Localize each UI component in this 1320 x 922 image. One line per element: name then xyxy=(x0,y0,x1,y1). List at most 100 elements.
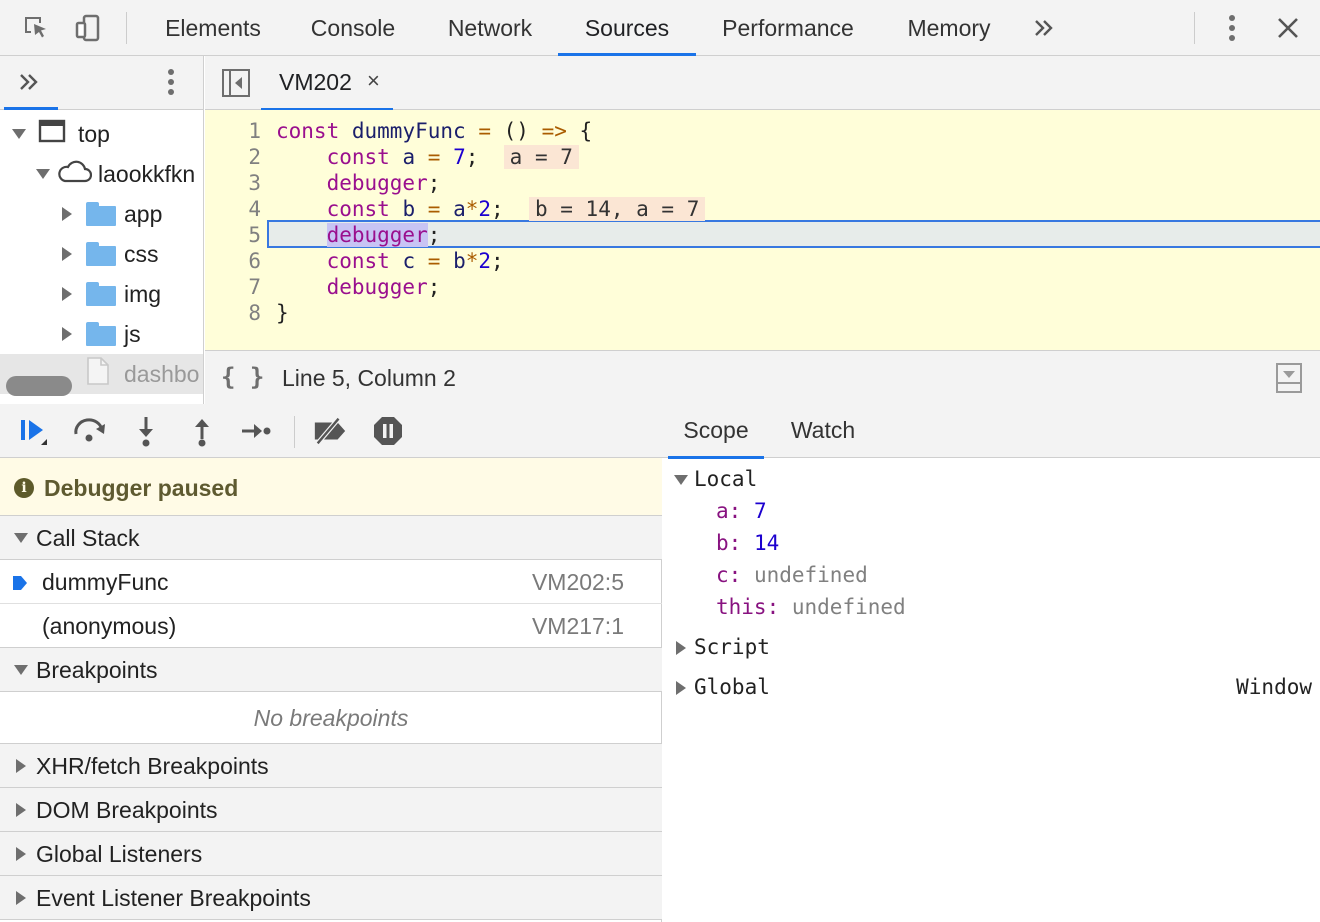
var-value[interactable]: undefined xyxy=(791,595,906,619)
collapse-arrow-icon[interactable] xyxy=(62,207,72,221)
collapse-arrow-icon[interactable] xyxy=(62,287,72,301)
device-toolbar-icon[interactable] xyxy=(70,10,106,46)
line-number[interactable]: 3 xyxy=(248,171,261,195)
close-devtools-icon[interactable] xyxy=(1270,10,1306,46)
call-stack-section-header[interactable]: Call Stack xyxy=(0,516,662,560)
scope-global-header[interactable]: Global xyxy=(676,672,770,702)
toggle-navigator-icon[interactable] xyxy=(221,68,251,103)
scope-var-a[interactable]: a: 7 xyxy=(716,499,767,523)
expand-arrow-icon[interactable] xyxy=(12,129,26,139)
call-frame-dummyfunc[interactable]: dummyFunc VM202:5 xyxy=(0,560,662,604)
expand-arrow-icon[interactable] xyxy=(674,475,688,485)
line-number[interactable]: 4 xyxy=(248,197,261,221)
event-listener-breakpoints-section-header[interactable]: Event Listener Breakpoints xyxy=(0,876,662,920)
xhr-breakpoints-section-header[interactable]: XHR/fetch Breakpoints xyxy=(0,744,662,788)
section-title: Breakpoints xyxy=(36,657,158,683)
more-tabs-chevron-icon[interactable] xyxy=(1026,10,1062,46)
step-icon[interactable] xyxy=(238,414,274,448)
deactivate-breakpoints-icon[interactable] xyxy=(312,414,348,448)
editor-tab-vm202[interactable]: VM202 × xyxy=(261,56,393,111)
var-name: c xyxy=(716,563,729,587)
expand-arrow-icon[interactable] xyxy=(14,665,28,675)
collapse-arrow-icon[interactable] xyxy=(16,759,26,773)
collapse-arrow-icon[interactable] xyxy=(676,641,686,655)
devtools-main-toolbar: Elements Console Network Sources Perform… xyxy=(0,0,1320,56)
scope-var-b[interactable]: b: 14 xyxy=(716,531,780,555)
editor-tab-label: VM202 xyxy=(279,69,352,95)
call-frame-anonymous[interactable]: (anonymous) VM217:1 xyxy=(0,604,662,648)
collapse-arrow-icon[interactable] xyxy=(62,247,72,261)
section-title: DOM Breakpoints xyxy=(36,797,218,823)
tree-item-top[interactable]: top xyxy=(12,114,110,154)
step-over-icon[interactable] xyxy=(72,414,108,448)
tab-scope[interactable]: Scope xyxy=(668,404,764,459)
collapse-arrow-icon[interactable] xyxy=(62,327,72,341)
scope-local-header[interactable]: Local xyxy=(674,464,757,494)
breakpoints-section-header[interactable]: Breakpoints xyxy=(0,648,662,692)
tree-item-origin[interactable]: laookkfkn xyxy=(36,154,195,194)
info-icon: i xyxy=(14,478,34,498)
var-name: this xyxy=(716,595,767,619)
tree-item-folder-js[interactable]: js xyxy=(62,314,141,354)
cloud-icon xyxy=(56,158,93,190)
inline-value: a = 7 xyxy=(503,145,579,169)
tab-elements[interactable]: Elements xyxy=(165,15,261,41)
frame-location[interactable]: VM202:5 xyxy=(531,569,624,595)
line-number[interactable]: 5 xyxy=(248,223,261,247)
toggle-debugger-sidebar-icon[interactable] xyxy=(1276,363,1302,398)
step-into-icon[interactable] xyxy=(128,414,164,448)
var-value[interactable]: 7 xyxy=(753,499,767,523)
tab-memory[interactable]: Memory xyxy=(907,15,991,41)
pause-on-exceptions-icon[interactable] xyxy=(370,414,406,448)
dom-breakpoints-section-header[interactable]: DOM Breakpoints xyxy=(0,788,662,832)
line-number[interactable]: 6 xyxy=(248,249,261,273)
line-number[interactable]: 8 xyxy=(248,301,261,325)
navigator-more-tabs-icon[interactable] xyxy=(18,72,40,97)
scope-var-c[interactable]: c: undefined xyxy=(716,563,868,587)
scope-var-this[interactable]: this: undefined xyxy=(716,595,906,619)
code-area[interactable]: 1 2 3 4 5 6 7 8 const dummyFunc = () => … xyxy=(205,110,1320,350)
global-listeners-section-header[interactable]: Global Listeners xyxy=(0,832,662,876)
tab-performance[interactable]: Performance xyxy=(722,15,854,41)
inline-value: b = 14, a = 7 xyxy=(528,197,706,221)
expand-arrow-icon[interactable] xyxy=(36,169,50,179)
collapse-arrow-icon[interactable] xyxy=(16,891,26,905)
collapse-arrow-icon[interactable] xyxy=(676,681,686,695)
line-number[interactable]: 1 xyxy=(248,119,261,143)
tab-sources[interactable]: Sources xyxy=(558,0,696,56)
sources-navigator: top laookkfkn app css img js dashbo xyxy=(0,56,204,404)
current-execution-line xyxy=(267,220,1320,248)
frame-window-icon xyxy=(38,119,66,149)
navigator-menu-icon[interactable] xyxy=(167,68,175,101)
tree-item-label: dashbo xyxy=(124,360,200,387)
pretty-print-button[interactable]: { } xyxy=(221,363,265,391)
inspect-element-icon[interactable] xyxy=(18,10,54,46)
line-number[interactable]: 7 xyxy=(248,275,261,299)
scope-script-header[interactable]: Script xyxy=(676,632,770,662)
kebab-menu-icon[interactable] xyxy=(1214,10,1250,46)
frame-location[interactable]: VM217:1 xyxy=(531,613,624,639)
line-number[interactable]: 2 xyxy=(248,145,261,169)
expand-arrow-icon[interactable] xyxy=(14,533,28,543)
collapse-arrow-icon[interactable] xyxy=(16,847,26,861)
step-out-icon[interactable] xyxy=(184,414,220,448)
line-number-gutter[interactable]: 1 2 3 4 5 6 7 8 xyxy=(205,110,265,350)
var-value[interactable]: 14 xyxy=(753,531,780,555)
resume-icon[interactable] xyxy=(16,414,52,448)
tree-item-folder-app[interactable]: app xyxy=(62,194,162,234)
tab-watch[interactable]: Watch xyxy=(790,417,856,443)
tab-network[interactable]: Network xyxy=(447,15,533,41)
tab-console[interactable]: Console xyxy=(310,15,396,41)
tree-item-file-dashboard[interactable]: dashbo xyxy=(0,354,203,394)
collapse-arrow-icon[interactable] xyxy=(16,803,26,817)
cursor-position: Line 5, Column 2 xyxy=(282,365,456,391)
close-tab-icon[interactable]: × xyxy=(367,68,380,93)
var-value[interactable]: undefined xyxy=(753,563,868,587)
debugger-paused-banner: i Debugger paused xyxy=(0,458,662,516)
tree-item-folder-css[interactable]: css xyxy=(62,234,159,274)
horizontal-scrollbar-thumb[interactable] xyxy=(6,376,72,396)
section-title: Global Listeners xyxy=(36,841,203,867)
code-line-8: } xyxy=(276,301,289,325)
tree-item-folder-img[interactable]: img xyxy=(62,274,161,314)
frame-name: dummyFunc xyxy=(42,569,169,595)
